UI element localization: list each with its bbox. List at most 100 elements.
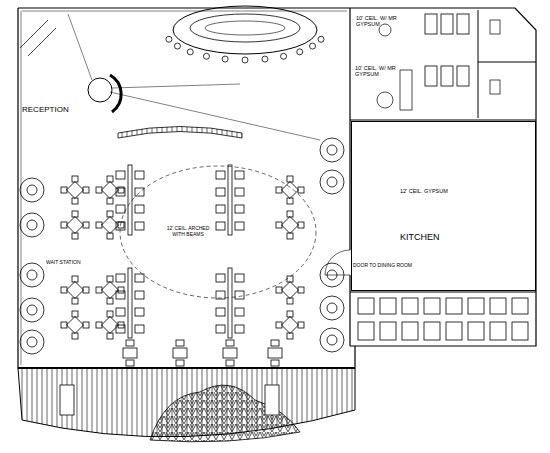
booth xyxy=(320,296,344,320)
bar-stool xyxy=(297,49,303,55)
booth-table xyxy=(27,220,37,230)
chair xyxy=(298,287,304,293)
chair xyxy=(72,311,78,317)
chair xyxy=(216,274,225,282)
kitchen-equipment xyxy=(468,322,484,340)
table xyxy=(67,217,84,234)
chair xyxy=(61,222,67,228)
booth-table xyxy=(327,177,337,187)
table xyxy=(268,348,282,358)
table xyxy=(223,348,237,358)
table xyxy=(67,282,84,299)
booth xyxy=(20,330,44,354)
chair xyxy=(116,188,125,196)
chair xyxy=(135,222,144,230)
chair xyxy=(276,222,282,228)
stall xyxy=(441,14,453,34)
banquette-table xyxy=(228,165,232,235)
room: 10' CEIL. W/ MR GYPSUM xyxy=(352,63,398,118)
chair xyxy=(126,360,134,366)
chair xyxy=(216,325,225,333)
chair xyxy=(118,222,124,228)
bar-stool xyxy=(262,56,268,62)
booth-table xyxy=(27,305,37,315)
chair xyxy=(107,276,113,282)
banquette-table xyxy=(128,268,132,338)
chair xyxy=(235,188,244,196)
chair xyxy=(298,222,304,228)
chair xyxy=(216,291,225,299)
chair xyxy=(72,333,78,339)
chair xyxy=(107,211,113,217)
chair xyxy=(83,222,89,228)
banquette-table xyxy=(228,268,232,338)
chair xyxy=(287,333,293,339)
chair xyxy=(107,233,113,239)
label-holder: 12' CEIL. ARCHED WITH BEAMS xyxy=(162,222,214,240)
table xyxy=(282,182,299,199)
booth xyxy=(20,213,44,237)
booth xyxy=(320,138,344,162)
kitchen-equipment xyxy=(402,298,418,314)
kitchen-equipment xyxy=(512,298,528,314)
chair xyxy=(287,311,293,317)
bar-stool xyxy=(222,56,228,62)
kitchen-equipment xyxy=(512,322,528,340)
chair xyxy=(287,276,293,282)
room-label: WAIT STATION xyxy=(46,260,81,266)
chair xyxy=(226,360,234,366)
table xyxy=(67,317,84,334)
bar-stool xyxy=(281,53,287,59)
chair xyxy=(118,287,124,293)
chair xyxy=(83,187,89,193)
chair xyxy=(135,325,144,333)
chair xyxy=(235,274,244,282)
kitchen-equipment xyxy=(424,298,440,314)
table xyxy=(67,182,84,199)
chair xyxy=(235,308,244,316)
booth-table xyxy=(27,185,37,195)
chair xyxy=(216,188,225,196)
chair xyxy=(135,308,144,316)
chair xyxy=(276,187,282,193)
chair xyxy=(235,171,244,179)
ceiling-note: 10' CEIL. W/ MR GYPSUM xyxy=(355,65,397,78)
chair xyxy=(116,308,125,316)
booth xyxy=(20,178,44,202)
chair xyxy=(107,311,113,317)
chair xyxy=(72,298,78,304)
chair xyxy=(116,205,125,213)
booth-table xyxy=(27,337,37,347)
room-label: 12' CEIL. ARCHED WITH BEAMS xyxy=(162,226,214,238)
chair xyxy=(271,360,279,366)
ceiling-note: 10' CEIL. W/ MR GYPSUM xyxy=(356,15,421,28)
kitchen-equipment xyxy=(358,298,374,314)
bar-stool xyxy=(203,53,209,59)
booth-table xyxy=(327,303,337,313)
kitchen-equipment xyxy=(380,322,396,340)
chair xyxy=(235,205,244,213)
chair xyxy=(61,187,67,193)
booth-table xyxy=(27,270,37,280)
banquette-table xyxy=(128,165,132,235)
chair xyxy=(116,171,125,179)
chair xyxy=(61,287,67,293)
room: 10' CEIL. W/ MR GYPSUM xyxy=(352,11,422,61)
booth xyxy=(320,328,344,352)
chair xyxy=(298,322,304,328)
chair xyxy=(235,325,244,333)
chair xyxy=(287,176,293,182)
chair xyxy=(61,322,67,328)
chair xyxy=(72,211,78,217)
stall xyxy=(425,66,437,86)
chair xyxy=(298,187,304,193)
booth xyxy=(320,263,344,287)
bar-stool xyxy=(174,43,180,49)
chair xyxy=(96,222,102,228)
stall xyxy=(457,66,469,86)
chair xyxy=(287,211,293,217)
chair xyxy=(116,274,125,282)
kitchen-equipment xyxy=(380,298,396,314)
